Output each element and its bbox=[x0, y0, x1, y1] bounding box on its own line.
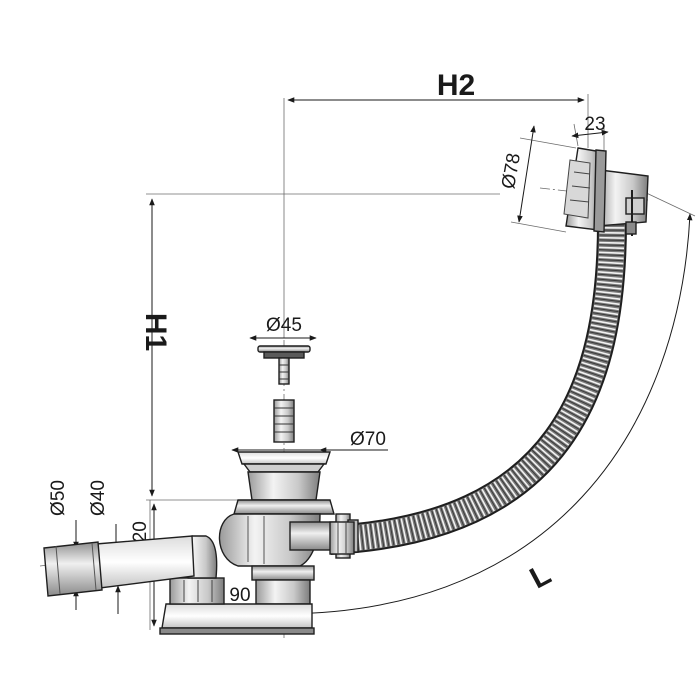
outlet-pipe bbox=[43, 535, 218, 597]
dimension-d70-label: Ø70 bbox=[350, 429, 386, 450]
dimension-d45-label: Ø45 bbox=[266, 315, 302, 336]
dimension-d70: Ø70 bbox=[231, 429, 388, 453]
dimension-h2: H2 bbox=[283, 69, 589, 338]
overflow-head bbox=[563, 147, 649, 236]
dimension-d50-label: Ø50 bbox=[48, 480, 69, 516]
dimension-d90-label: 90 bbox=[229, 585, 250, 606]
dimension-d40-label: Ø40 bbox=[88, 480, 109, 516]
flexible-hose bbox=[329, 221, 627, 555]
hose-connector bbox=[329, 521, 355, 555]
dimension-h2-label: H2 bbox=[437, 69, 475, 102]
dimension-d45: Ø45 bbox=[249, 315, 317, 341]
dimension-d23-label: 23 bbox=[584, 114, 605, 135]
dimension-h1: H1 bbox=[139, 193, 500, 501]
dimension-l-label: L bbox=[525, 558, 557, 596]
dimension-h1-label: H1 bbox=[139, 313, 172, 351]
stopper-plug bbox=[257, 345, 311, 443]
dimension-d78-label: Ø78 bbox=[498, 152, 525, 191]
dimension-overflow: Ø78 23 bbox=[498, 114, 609, 233]
